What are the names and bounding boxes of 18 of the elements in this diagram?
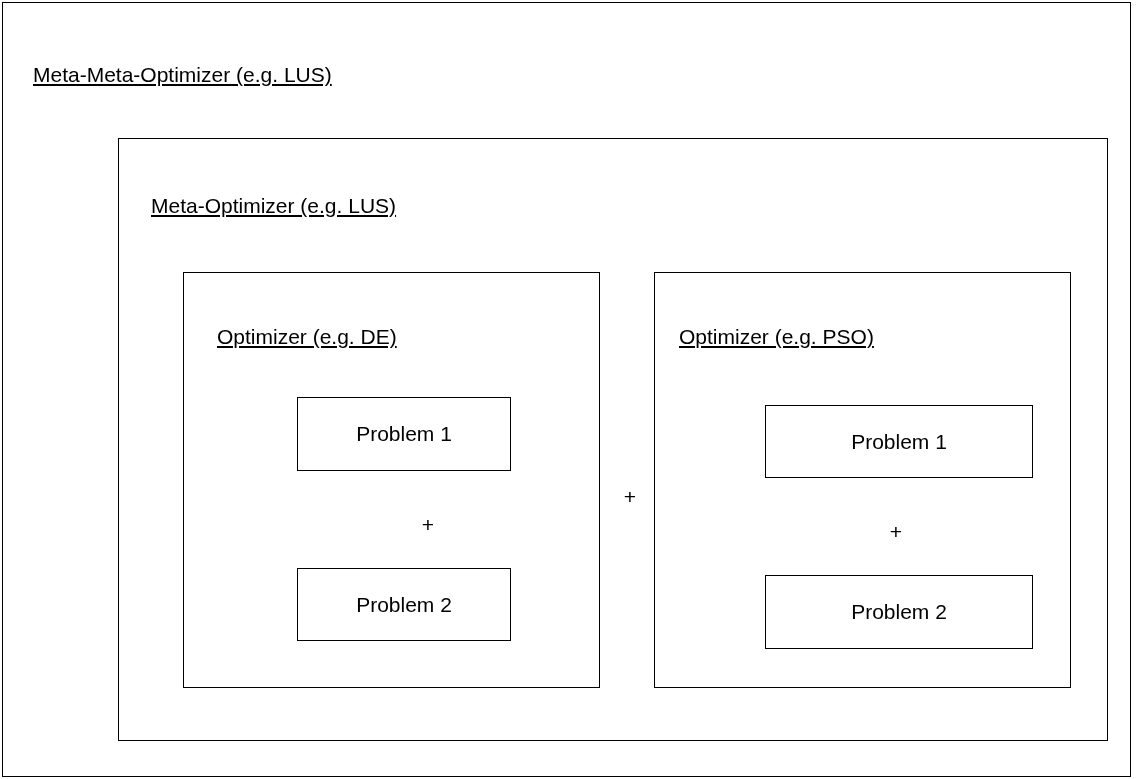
container-title: Meta-Meta-Optimizer (e.g. LUS) bbox=[33, 63, 332, 87]
problem-box bbox=[765, 405, 1033, 478]
container-title: Optimizer (e.g. PSO) bbox=[679, 325, 874, 349]
problem-box bbox=[297, 397, 511, 471]
plus-sign: + bbox=[889, 520, 903, 544]
problem-box bbox=[765, 575, 1033, 649]
container-box bbox=[183, 272, 600, 688]
problem-label: Problem 1 bbox=[851, 429, 947, 454]
plus-sign: + bbox=[623, 485, 637, 509]
container-title: Meta-Optimizer (e.g. LUS) bbox=[151, 194, 397, 218]
container-box bbox=[118, 138, 1108, 741]
container-title: Optimizer (e.g. DE) bbox=[217, 325, 397, 349]
problem-label: Problem 1 bbox=[356, 422, 452, 446]
plus-sign: + bbox=[421, 513, 435, 537]
problem-label: Problem 2 bbox=[356, 592, 452, 617]
problem-label: Problem 2 bbox=[851, 600, 947, 624]
container-box bbox=[654, 272, 1071, 688]
problem-box bbox=[297, 568, 511, 641]
